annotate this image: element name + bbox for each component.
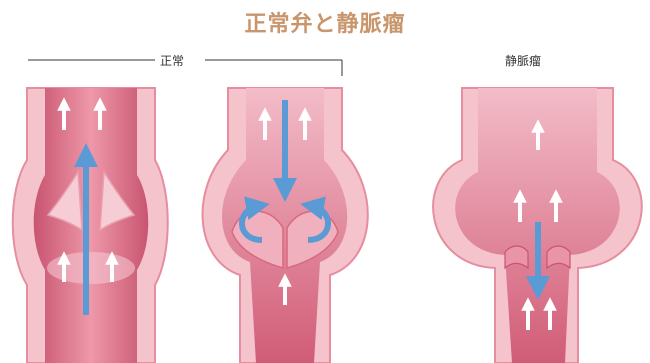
normal-bracket <box>28 60 342 76</box>
vein-normal-open <box>13 88 168 363</box>
vein-normal-closed <box>203 88 368 363</box>
vein-varicose <box>433 88 642 363</box>
